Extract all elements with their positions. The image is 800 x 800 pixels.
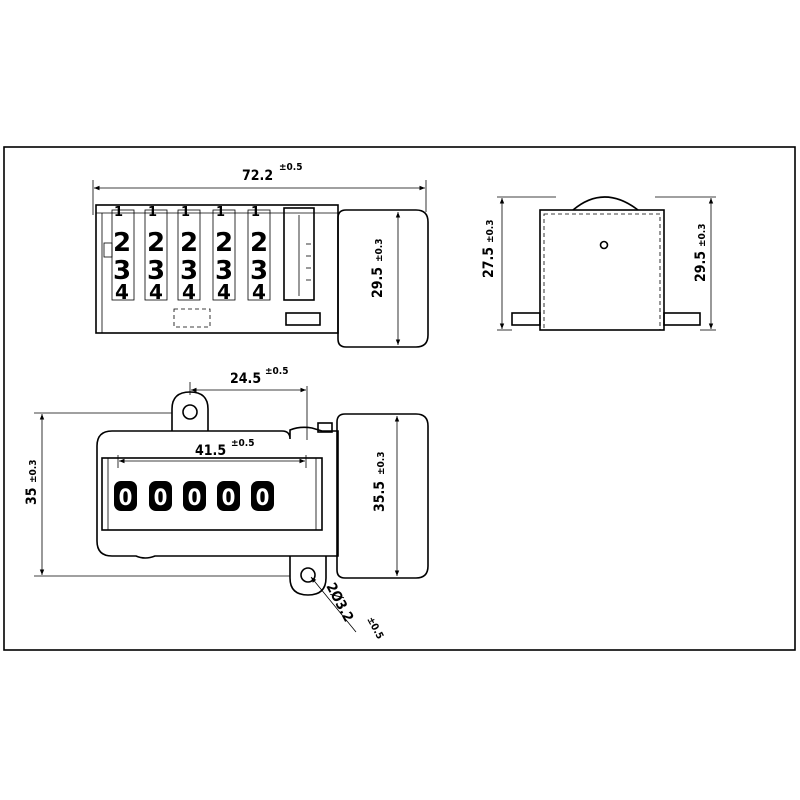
wheel-digits-row3: 3 3 3 3 3 xyxy=(113,256,268,286)
display-digit-box xyxy=(251,481,274,511)
wheel-digit: 2 xyxy=(215,228,233,258)
wheel-digit: 4 xyxy=(217,280,231,304)
wheel-digit: 3 xyxy=(215,256,233,286)
display-digit-box xyxy=(217,481,240,511)
display-digit: 0 xyxy=(256,486,270,511)
wheel-digit: 3 xyxy=(113,256,131,286)
wheel-digit: 3 xyxy=(250,256,268,286)
mounting-hole-top xyxy=(182,404,198,420)
end-view-body xyxy=(539,209,665,331)
wheel-digit: 2 xyxy=(147,228,165,258)
dim-hole-spacing-tol: ±0.5 xyxy=(265,366,288,377)
counter-wheel xyxy=(177,209,201,301)
housing-clip xyxy=(317,422,333,433)
counter-wheel xyxy=(212,209,236,301)
display-digit-box xyxy=(114,481,137,511)
wheel-digits-row1: 1 1 1 1 1 xyxy=(114,205,260,220)
dim-end-height-right-tol: ±0.3 xyxy=(697,224,708,247)
end-view-inner-dashed xyxy=(543,213,661,331)
display-digit: 0 xyxy=(154,486,168,511)
wheel-digit: 4 xyxy=(182,280,196,304)
display-digit-box xyxy=(183,481,206,511)
wheel-digits-row2: 2 2 2 2 2 xyxy=(113,228,268,258)
front-view-top-ear xyxy=(171,391,209,431)
dim-side-height-tol: ±0.3 xyxy=(374,239,385,262)
display-window xyxy=(101,457,323,531)
counter-wheel xyxy=(111,209,135,301)
wheel-digit: 1 xyxy=(148,205,157,220)
wheel-digit: 4 xyxy=(149,280,163,304)
end-view-dome xyxy=(572,196,639,211)
mounting-hole-bottom xyxy=(300,567,316,583)
end-view-left-tab xyxy=(511,312,541,326)
end-view-right-tab xyxy=(663,312,701,326)
dim-hole-diameter-tol: ±0.5 xyxy=(364,615,385,641)
display-digit: 0 xyxy=(188,486,202,511)
side-view-housing xyxy=(337,209,429,348)
wheel-digit: 4 xyxy=(115,280,129,304)
side-view-tab xyxy=(103,242,113,258)
wheel-digit: 1 xyxy=(216,205,225,220)
hole-diameter-leader xyxy=(310,576,357,633)
dim-body-height-tol: ±0.3 xyxy=(28,460,39,483)
display-digit: 0 xyxy=(222,486,236,511)
dim-hole-spacing: 24.5 xyxy=(230,371,261,387)
side-view: 1 1 1 1 1 2 2 2 2 2 3 3 3 3 3 4 4 4 4 4 xyxy=(92,162,429,348)
dim-window-width: 41.5 xyxy=(195,443,226,459)
dim-overall-length-tol: ±0.5 xyxy=(279,162,302,173)
dim-body-height: 35 xyxy=(24,487,40,505)
dim-end-height-right: 29.5 xyxy=(693,251,709,282)
drawing-frame xyxy=(3,146,796,651)
front-view: 0 0 0 0 0 24.5 ±0.5 41.5 ±0.5 35 ±0.3 xyxy=(24,366,429,641)
wheel-digit: 4 xyxy=(252,280,266,304)
front-view-housing xyxy=(336,413,429,579)
counter-wheel xyxy=(247,209,271,301)
dim-window-width-tol: ±0.5 xyxy=(231,438,254,449)
wheel-digit: 2 xyxy=(113,228,131,258)
wheel-digit: 3 xyxy=(147,256,165,286)
end-view-pin xyxy=(599,240,609,250)
counter-wheel-blank xyxy=(283,207,315,301)
dim-end-height-left: 27.5 xyxy=(481,247,497,278)
hidden-feature xyxy=(173,308,211,328)
side-view-latch xyxy=(285,312,321,326)
wheel-digit: 2 xyxy=(250,228,268,258)
dim-side-height: 29.5 xyxy=(370,267,386,298)
front-view-body xyxy=(96,426,339,559)
dim-overall-length: 72.2 xyxy=(242,168,273,184)
wheel-digits-row4: 4 4 4 4 4 xyxy=(115,280,266,304)
display-digit: 0 xyxy=(119,486,133,511)
display-digits: 0 0 0 0 0 xyxy=(114,481,274,511)
dim-housing-height: 35.5 xyxy=(372,481,388,512)
dim-housing-height-tol: ±0.3 xyxy=(376,452,387,475)
wheel-digit: 1 xyxy=(114,205,123,220)
wheel-digit: 1 xyxy=(251,205,260,220)
dim-end-height-left-tol: ±0.3 xyxy=(485,220,496,243)
wheel-digit: 2 xyxy=(180,228,198,258)
display-digit-box xyxy=(149,481,172,511)
wheel-digit: 3 xyxy=(180,256,198,286)
counter-wheel xyxy=(144,209,168,301)
wheel-digit: 1 xyxy=(181,205,190,220)
front-view-bottom-ear xyxy=(289,556,327,596)
dim-hole-diameter: 2Ø3.2 xyxy=(322,580,356,624)
end-view: 27.5 ±0.3 29.5 ±0.3 xyxy=(481,196,716,331)
